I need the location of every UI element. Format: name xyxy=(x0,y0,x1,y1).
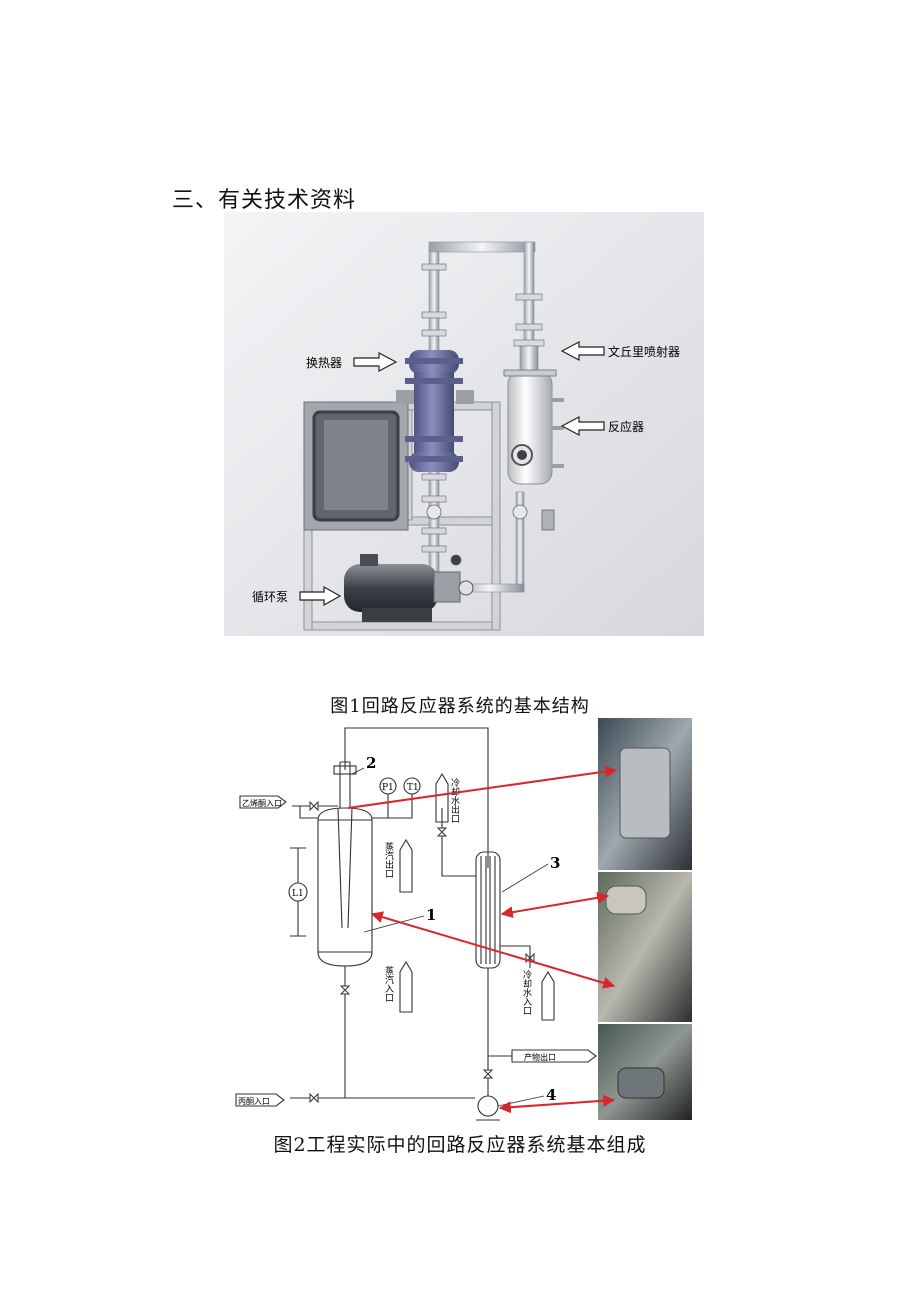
callout-1: 1 xyxy=(426,906,436,924)
callout-2: 2 xyxy=(366,754,376,772)
cooling-water-inlet: 冷却水入口 xyxy=(521,969,532,1015)
callout-3: 3 xyxy=(550,854,560,872)
cooling-water-outlet: 冷却水出口 xyxy=(449,777,460,823)
flanges xyxy=(421,263,545,553)
valves xyxy=(426,504,555,566)
steam-inlet: 蒸汽入口 xyxy=(383,965,394,1002)
figure-2-schematic: P1 T1 L1 乙烯酮入口 丙酮入口 产物出口 冷却水出口 冷却水入口 蒸汽出… xyxy=(235,718,692,1121)
control-cabinet xyxy=(303,401,409,531)
t1-label: T1 xyxy=(407,783,419,793)
circulation-pump xyxy=(344,554,474,622)
section-heading: 三、有关技术资料 xyxy=(172,188,357,213)
figure-1-rendering: 换热器 文丘里喷射器 反应器 循环泵 xyxy=(224,212,704,636)
photo-arrows xyxy=(347,765,618,1114)
loop-line-top xyxy=(344,727,489,868)
pump-symbol xyxy=(477,1095,499,1117)
propanone-inlet: 丙酮入口 xyxy=(238,1097,270,1106)
label-arrows xyxy=(299,341,605,607)
p1-label: P1 xyxy=(382,783,394,793)
steam-outlet: 蒸汽出口 xyxy=(383,841,394,878)
reactor-vessel xyxy=(317,807,373,967)
heat-exchanger xyxy=(396,350,474,472)
label-heat-exchanger: 换热器 xyxy=(306,356,342,370)
l1-label: L1 xyxy=(292,889,304,899)
callout-4: 4 xyxy=(546,1086,556,1104)
product-outlet: 产物出口 xyxy=(524,1052,556,1062)
ethylene-ketone-inlet: 乙烯酮入口 xyxy=(242,798,282,808)
label-pump: 循环泵 xyxy=(252,590,288,604)
label-venturi: 文丘里喷射器 xyxy=(608,344,680,359)
figure-2-caption: 图2工程实际中的回路反应器系统基本组成 xyxy=(273,1134,647,1156)
label-reactor: 反应器 xyxy=(608,419,644,434)
figure-1-caption: 图1回路反应器系统的基本结构 xyxy=(330,696,590,717)
reactor-vessel xyxy=(503,369,564,485)
